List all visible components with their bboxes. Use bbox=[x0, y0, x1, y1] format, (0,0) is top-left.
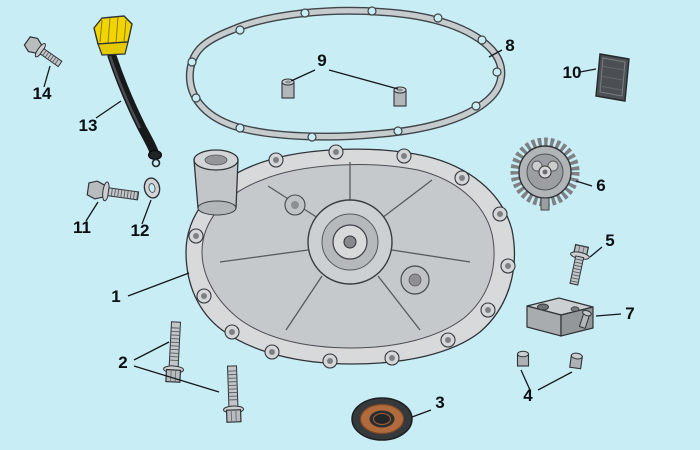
bolt-shaft bbox=[39, 47, 63, 68]
leader-line-9b bbox=[328, 69, 399, 90]
callout-number-6: 6 bbox=[596, 176, 605, 195]
leader-line-4a bbox=[520, 369, 531, 391]
callout-numbers: 1 2 3 4 5 6 7 8 9 10 11 12 13 14 bbox=[33, 36, 635, 412]
leader-line-1 bbox=[127, 272, 190, 297]
washer-hole bbox=[148, 183, 156, 193]
part-5-bolt bbox=[569, 243, 590, 286]
cover-ribs bbox=[219, 162, 471, 331]
gear-shaft bbox=[540, 197, 550, 211]
callout-number-7: 7 bbox=[625, 304, 634, 323]
part-9-pin-b bbox=[393, 86, 407, 107]
seal-inner-lip bbox=[372, 412, 392, 426]
nut-top bbox=[517, 350, 529, 358]
part-1-crankcase-cover bbox=[185, 144, 516, 369]
callout-number-5: 5 bbox=[605, 231, 614, 250]
part-3-oil-seal bbox=[351, 397, 413, 441]
callout-number-10: 10 bbox=[563, 63, 582, 82]
part-10-screen-pad bbox=[595, 53, 630, 102]
bolt-head-facets bbox=[170, 369, 177, 383]
nut-top bbox=[570, 352, 583, 360]
pad-texture bbox=[598, 65, 625, 91]
pin-bore bbox=[285, 80, 291, 84]
bolt-threads bbox=[227, 370, 238, 401]
callout-number-9: 9 bbox=[317, 51, 326, 70]
bolt-threads bbox=[169, 327, 181, 362]
callout-number-1: 1 bbox=[111, 287, 120, 306]
bolt-threads bbox=[42, 50, 59, 65]
dipstick-tube bbox=[107, 51, 159, 157]
bolt-threads bbox=[110, 188, 139, 200]
pad-body bbox=[595, 53, 630, 102]
callout-number-3: 3 bbox=[435, 393, 444, 412]
leader-line-13 bbox=[95, 100, 122, 119]
leader-line-8 bbox=[488, 49, 503, 58]
bolt-head-facets bbox=[230, 409, 237, 423]
gasket-band-face bbox=[187, 8, 504, 140]
part-11-bolt bbox=[86, 180, 140, 202]
dipstick-collar bbox=[97, 41, 129, 56]
bolt-shaft bbox=[168, 321, 182, 369]
pin-bore bbox=[397, 88, 403, 92]
callout-number-4: 4 bbox=[523, 386, 533, 405]
part-14-bolt bbox=[23, 36, 63, 68]
part-12-washer bbox=[143, 177, 161, 199]
gasket-bolt-holes bbox=[187, 6, 502, 142]
pad-inner-edge bbox=[599, 57, 626, 97]
leader-line-6 bbox=[575, 180, 593, 187]
leader-line-14 bbox=[43, 65, 51, 88]
leader-line-7 bbox=[595, 313, 622, 317]
dipstick-tip-ring bbox=[151, 158, 161, 168]
callout-number-12: 12 bbox=[131, 221, 150, 240]
cover-filler-tower bbox=[193, 149, 239, 216]
leader-line-2b bbox=[133, 365, 220, 393]
part-6-governor-gear bbox=[510, 137, 580, 211]
dipstick-tube-highlight bbox=[108, 55, 142, 129]
gear-bore bbox=[542, 169, 548, 175]
gear-weight-right bbox=[547, 160, 559, 172]
part-4-nut-b bbox=[569, 352, 583, 370]
bracket-hole bbox=[537, 303, 549, 311]
leader-line-10 bbox=[579, 68, 597, 73]
callout-number-13: 13 bbox=[79, 116, 98, 135]
part-13-dipstick bbox=[93, 15, 162, 168]
dipstick-cap-ridges bbox=[99, 16, 127, 44]
part-2-bolt-a bbox=[163, 321, 185, 383]
dipstick-tip bbox=[148, 150, 162, 160]
leader-line-11 bbox=[85, 201, 99, 222]
callout-number-14: 14 bbox=[33, 84, 52, 103]
leader-line-2a bbox=[133, 341, 170, 361]
callout-number-2: 2 bbox=[118, 353, 127, 372]
leader-line-3 bbox=[411, 409, 432, 418]
callout-number-8: 8 bbox=[505, 36, 514, 55]
leader-line-4b bbox=[537, 371, 573, 391]
cover-center-bearing-boss bbox=[307, 199, 393, 285]
leader-line-5 bbox=[589, 246, 603, 258]
leader-line-12 bbox=[141, 199, 152, 225]
bolt-threads bbox=[570, 258, 584, 283]
cover-bolt-bosses bbox=[188, 144, 516, 369]
leader-line-9a bbox=[290, 69, 316, 82]
part-8-gasket bbox=[185, 6, 506, 142]
cover-secondary-boss bbox=[284, 194, 430, 295]
gear-weight-left bbox=[531, 160, 543, 172]
bracket-stud-bolt bbox=[578, 309, 592, 329]
bracket-hole-2 bbox=[570, 306, 580, 312]
part-2-bolt-b bbox=[223, 365, 245, 423]
bolt-shaft bbox=[226, 365, 239, 409]
part-9-pin-a bbox=[281, 78, 295, 99]
leader-lines bbox=[43, 49, 622, 418]
bolt-head bbox=[225, 409, 242, 423]
part-7-bracket bbox=[526, 297, 594, 337]
gear-teeth bbox=[510, 137, 580, 207]
part-4-nut-a bbox=[516, 350, 530, 367]
callout-number-11: 11 bbox=[73, 218, 91, 237]
